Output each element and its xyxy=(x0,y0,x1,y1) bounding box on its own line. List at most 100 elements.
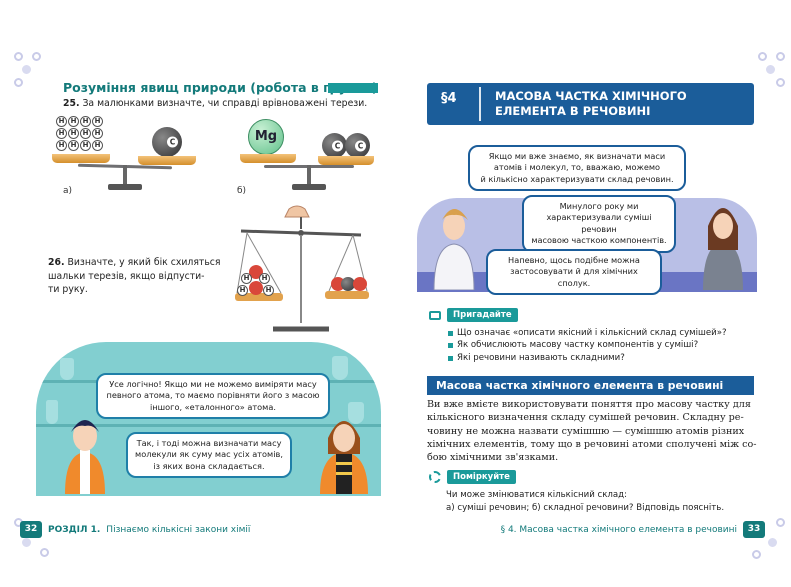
student-boy xyxy=(62,408,108,494)
task-line: Визначте, у який бік схиляться xyxy=(67,257,221,268)
hydrogen-atom: H xyxy=(263,285,274,296)
think-label: Поміркуйте xyxy=(447,470,516,484)
list-item: Які речовини називають складними? xyxy=(448,352,727,364)
carbon-atom: C xyxy=(345,133,370,158)
scale-pan-right xyxy=(318,156,374,165)
decor-dot xyxy=(22,538,31,547)
carbon-atom xyxy=(341,277,355,291)
bubble-line: Так, і тоді можна визначати масу xyxy=(136,438,282,448)
paragraph-line: човину не можна назвати сумішшю — сумішш… xyxy=(427,425,745,437)
page-number: 33 xyxy=(743,521,765,538)
hydrogen-atom: H xyxy=(259,273,270,284)
page-number: 32 xyxy=(20,521,42,538)
gear-icon xyxy=(429,471,441,483)
section-title: Розуміння явищ природи (робота в групах) xyxy=(63,80,378,95)
task-number: 26. xyxy=(48,257,65,268)
decor-dot xyxy=(14,78,23,87)
hydrogen-atoms: H H H H H H H H H H H H xyxy=(56,116,103,151)
oxygen-atom xyxy=(249,281,263,295)
bubble-line: іншого, «еталонного» атома. xyxy=(150,401,276,412)
student-girl-drawing xyxy=(320,421,368,494)
scale-pan-left xyxy=(240,154,296,163)
task-text: За малюнками визначте, чи справді врівно… xyxy=(82,98,368,109)
question-line: а) суміші речовин; б) складної речовини?… xyxy=(446,502,725,513)
bubble-line: й кількісно характеризувати склад речови… xyxy=(480,173,674,184)
student-girl xyxy=(316,408,372,494)
paragraph-line: Ви вже вмієте використовувати поняття пр… xyxy=(427,399,751,410)
scale-base xyxy=(108,184,142,190)
decor-dot xyxy=(768,538,777,547)
paragraph-line: кількісного визначення складу сумішей ре… xyxy=(427,412,744,424)
recall-questions: Що означає «описати якісний і кількісний… xyxy=(448,327,727,364)
student-girl xyxy=(700,196,746,290)
recall-header: Пригадайте xyxy=(429,308,518,322)
list-item: Як обчислюють масову частку компонентів … xyxy=(448,339,727,351)
hydrogen-atom: H xyxy=(92,140,103,151)
carbon-label: C xyxy=(355,140,366,151)
flask xyxy=(60,358,74,380)
section-title: МАСОВА ЧАСТКА ХІМІЧНОГО ЕЛЕМЕНТА В РЕЧОВ… xyxy=(495,89,687,118)
left-footer: 32 РОЗДІЛ 1. Пізнаємо кількісні закони х… xyxy=(20,521,250,538)
bubble-line: молекули як суму мас усіх атомів, xyxy=(135,449,283,460)
hydrogen-atom: H xyxy=(56,140,67,151)
hydrogen-atom: H xyxy=(68,128,79,139)
carbon-atom: C xyxy=(322,133,347,158)
decor-dot xyxy=(766,65,775,74)
scale-base xyxy=(292,184,326,190)
student-boy xyxy=(432,200,476,291)
paragraph-line: бою хімічними зв'язками. xyxy=(427,452,559,464)
right-footer: § 4. Масова частка хімічного елемента в … xyxy=(501,521,765,538)
scale-label-b: б) xyxy=(237,186,247,196)
decor-dot xyxy=(22,65,31,74)
decor-dot xyxy=(776,518,785,527)
bubble-line: Напевно, щось подібне можна xyxy=(508,255,640,265)
task-number: 25. xyxy=(63,98,80,109)
oxygen-atom xyxy=(353,277,367,291)
hydrogen-atom: H xyxy=(68,116,79,127)
hydrogen-atom: H xyxy=(80,140,91,151)
section-divider xyxy=(479,87,481,121)
think-header: Поміркуйте xyxy=(429,470,516,484)
decor-dot xyxy=(776,78,785,87)
bubble-line: застосовувати й для хімічних сполук. xyxy=(510,266,638,288)
question-line: Чи може змінюватися кількісний склад: xyxy=(446,490,628,500)
section-number: §4 xyxy=(441,91,457,106)
bubble-line: масовою часткою компонентів. xyxy=(531,235,667,246)
list-item: Що означає «описати якісний і кількісний… xyxy=(448,327,727,339)
section-header: §4 МАСОВА ЧАСТКА ХІМІЧНОГО ЕЛЕМЕНТА В РЕ… xyxy=(427,83,754,125)
decor-dot xyxy=(14,52,23,61)
chapter-title: Пізнаємо кількісні закони хімії xyxy=(106,524,251,535)
hydrogen-atom: H xyxy=(80,128,91,139)
decor-dot xyxy=(752,550,761,559)
scale-pan-right xyxy=(138,156,196,165)
flask xyxy=(46,400,58,424)
hydrogen-atom: H xyxy=(80,116,91,127)
carbon-label: C xyxy=(167,136,178,148)
think-question: Чи може змінюватися кількісний склад: а)… xyxy=(446,489,724,514)
speech-bubble-3: Напевно, щось подібне можна застосовуват… xyxy=(486,249,662,296)
chapter-number: РОЗДІЛ 1. xyxy=(48,524,101,535)
flask xyxy=(348,402,364,424)
bubble-line: характеризували суміші речовин xyxy=(546,212,652,234)
hydrogen-atom: H xyxy=(92,116,103,127)
hydrogen-atom: H xyxy=(241,273,252,284)
bubble-line: атомів і молекул, то, вважаю, можемо xyxy=(493,162,661,173)
scale-stand xyxy=(307,165,311,185)
main-paragraph: Ви вже вмієте використовувати поняття пр… xyxy=(427,398,757,464)
bubble-line: Якщо ми вже знаємо, як визначати маси xyxy=(488,151,666,161)
book-icon xyxy=(429,310,441,320)
hydrogen-atom: H xyxy=(68,140,79,151)
decor-dot xyxy=(758,52,767,61)
carbon-label: C xyxy=(332,140,343,151)
carbon-atom: C xyxy=(152,127,182,157)
bubble-line: певного атома, то маємо порівняти його з… xyxy=(106,390,320,401)
recall-label: Пригадайте xyxy=(447,308,518,322)
hydrogen-atom: H xyxy=(56,128,67,139)
decor-dot xyxy=(776,52,785,61)
speech-bubble-2: Минулого року ми характеризували суміші … xyxy=(522,195,676,253)
magnesium-atom: Mg xyxy=(248,119,284,155)
scale-stand xyxy=(123,165,127,185)
paragraph-line: хімічних елементів, тому що в речовині а… xyxy=(427,438,757,450)
bubble-line: із яких вона складається. xyxy=(153,460,265,471)
